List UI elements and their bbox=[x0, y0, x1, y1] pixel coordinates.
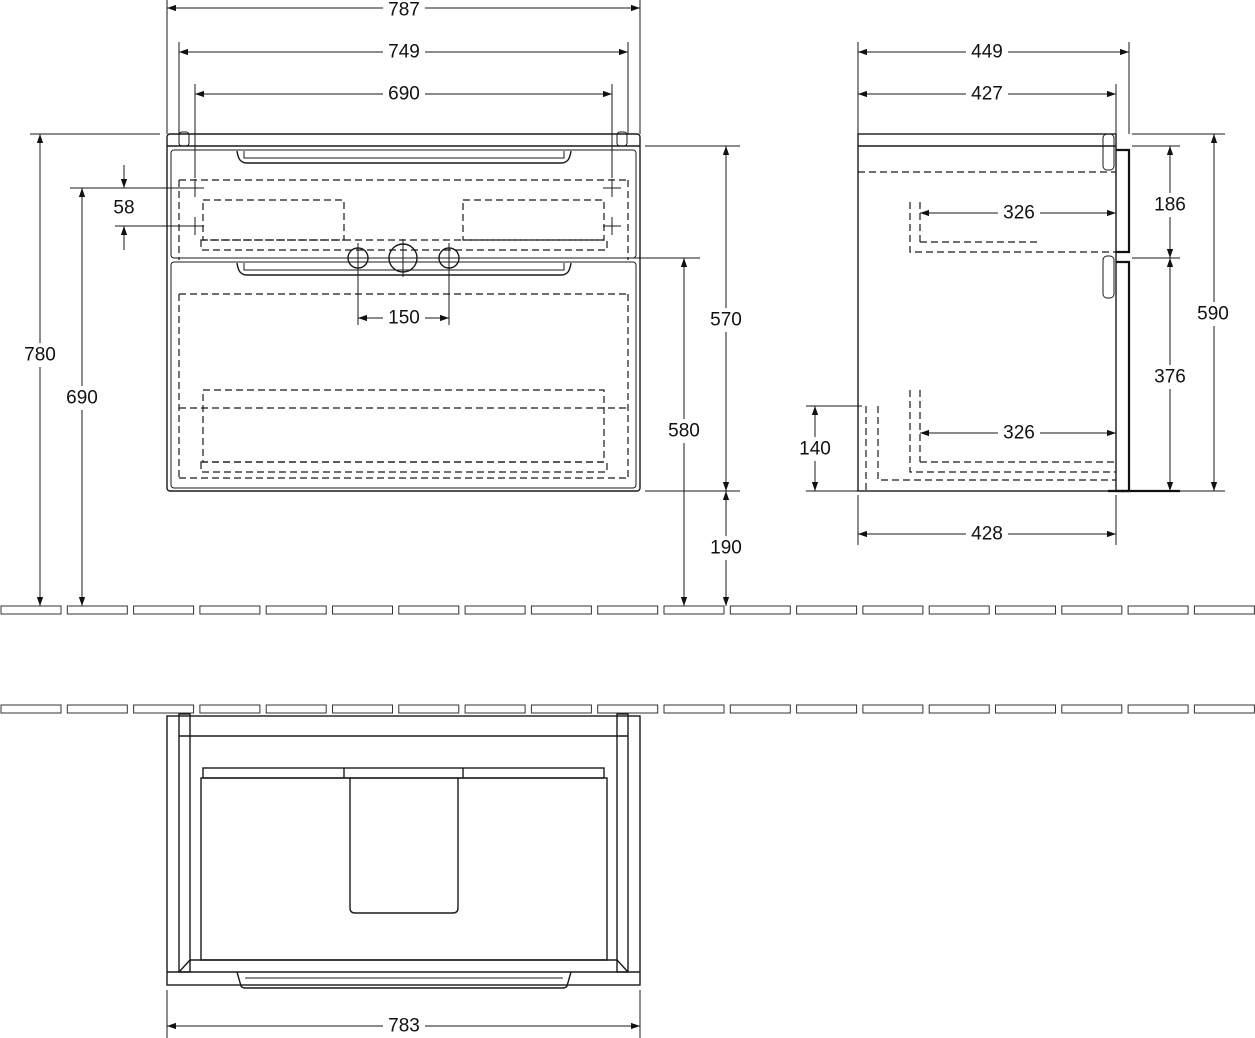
ground-segment bbox=[1127, 605, 1189, 615]
floor-line-top bbox=[0, 605, 1255, 615]
ground-segment bbox=[597, 605, 659, 615]
front-view bbox=[30, 0, 740, 492]
ground-segment bbox=[332, 704, 393, 714]
dim-427: 427 bbox=[971, 84, 1003, 105]
ground-segment bbox=[398, 704, 460, 714]
ground-segment bbox=[1061, 605, 1123, 615]
ground-segment bbox=[862, 605, 924, 615]
dim-580: 580 bbox=[668, 421, 700, 442]
dim-376: 376 bbox=[1154, 367, 1186, 388]
ground-segment bbox=[1193, 605, 1255, 615]
dim-428: 428 bbox=[971, 524, 1003, 545]
dim-150: 150 bbox=[388, 308, 420, 329]
plan-view bbox=[166, 713, 641, 1038]
ground-segment bbox=[796, 605, 858, 615]
ground-segment bbox=[663, 605, 725, 615]
ground-segment bbox=[265, 605, 327, 615]
dim-690-width: 690 bbox=[388, 84, 420, 105]
ground-segment bbox=[729, 704, 791, 714]
dim-787: 787 bbox=[388, 0, 420, 21]
wall-line-bottom bbox=[0, 704, 1255, 714]
ground-segment bbox=[464, 605, 526, 615]
ground-segment bbox=[729, 605, 791, 615]
ground-segment bbox=[66, 605, 128, 615]
dim-690-height: 690 bbox=[66, 388, 98, 409]
ground-segment bbox=[133, 605, 195, 615]
ground-segment bbox=[995, 605, 1056, 615]
ground-segment bbox=[928, 704, 990, 714]
dim-780: 780 bbox=[24, 345, 56, 366]
ground-segment bbox=[1061, 704, 1123, 714]
dimension-labels: 787 749 690 150 783 58 780 690 570 580 1… bbox=[20, 0, 1235, 1037]
dim-749: 749 bbox=[388, 42, 420, 63]
ground-segment bbox=[597, 704, 659, 714]
ground-segment bbox=[530, 605, 592, 615]
ground-segment bbox=[1193, 704, 1255, 714]
dim-326-top: 326 bbox=[1003, 203, 1035, 224]
ground-segment bbox=[133, 704, 195, 714]
dim-449: 449 bbox=[971, 42, 1003, 63]
dim-186: 186 bbox=[1154, 195, 1186, 216]
dimension-lines bbox=[36, 4, 1218, 1030]
dim-326-bottom: 326 bbox=[1003, 423, 1035, 444]
ground-segment bbox=[199, 605, 261, 615]
side-view bbox=[806, 42, 1225, 545]
ground-segment bbox=[1127, 704, 1189, 714]
ground-segment bbox=[199, 704, 261, 714]
dim-190: 190 bbox=[710, 538, 742, 559]
ground-segment bbox=[0, 704, 62, 714]
ground-segment bbox=[332, 605, 393, 615]
ground-segment bbox=[995, 704, 1056, 714]
ground-segment bbox=[928, 605, 990, 615]
ground-segment bbox=[530, 704, 592, 714]
ground-segment bbox=[464, 704, 526, 714]
ground-segment bbox=[0, 605, 62, 615]
ground-segment bbox=[663, 704, 725, 714]
dim-570: 570 bbox=[710, 310, 742, 331]
ground-segment bbox=[66, 704, 128, 714]
ground-segment bbox=[265, 704, 327, 714]
dim-140: 140 bbox=[799, 439, 831, 460]
ground-segment bbox=[796, 704, 858, 714]
ground-segment bbox=[862, 704, 924, 714]
dim-783: 783 bbox=[388, 1016, 420, 1037]
ground-segment bbox=[398, 605, 460, 615]
dim-590: 590 bbox=[1197, 304, 1229, 325]
dim-58: 58 bbox=[113, 198, 134, 219]
